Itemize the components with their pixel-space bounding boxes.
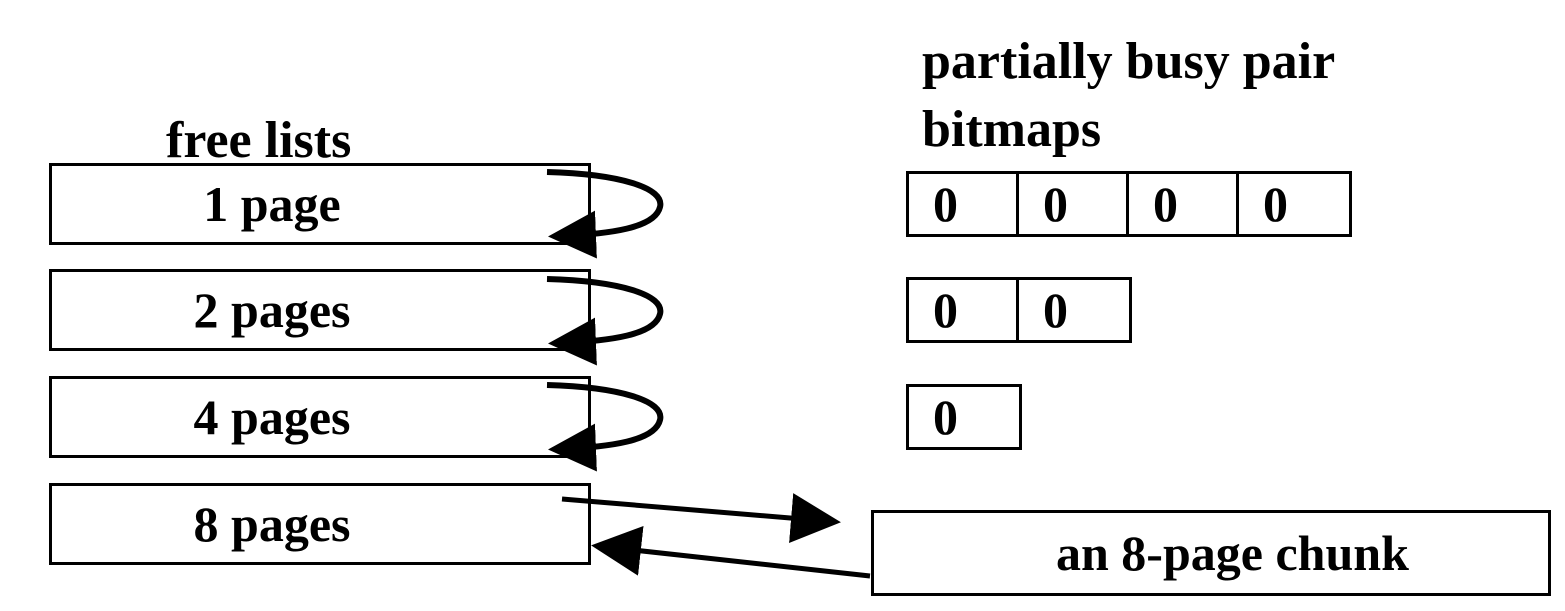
bitmap-row-4-pages: 0 bbox=[906, 384, 1022, 450]
free-list-label: 4 pages bbox=[193, 389, 351, 445]
free-list-label: 2 pages bbox=[193, 282, 351, 338]
bitmap-bit: 0 bbox=[1129, 174, 1239, 234]
bitmap-bit: 0 bbox=[933, 389, 958, 445]
chunk-label: an 8-page chunk bbox=[1056, 525, 1409, 581]
bitmap-bit: 0 bbox=[909, 280, 1019, 340]
arrow-to-chunk bbox=[561, 493, 841, 544]
free-list-4-pages: 4 pages bbox=[49, 376, 591, 458]
bitmap-row-2-pages: 0 0 bbox=[906, 277, 1132, 343]
chunk-box: an 8-page chunk bbox=[871, 510, 1551, 596]
bitmaps-title-line-2: bitmaps bbox=[922, 101, 1102, 158]
bitmap-bit: 0 bbox=[1263, 176, 1288, 232]
bitmap-bit: 0 bbox=[1043, 282, 1068, 338]
bitmap-bit: 0 bbox=[909, 174, 1019, 234]
bitmaps-title-line-1: partially busy pair bbox=[922, 33, 1336, 90]
free-list-label: 8 pages bbox=[193, 496, 351, 552]
bitmap-bit: 0 bbox=[1019, 174, 1129, 234]
free-list-label: 1 page bbox=[203, 176, 341, 232]
free-list-1-page: 1 page bbox=[49, 163, 591, 245]
bitmaps-title: partially busy pair bitmaps bbox=[922, 28, 1335, 164]
bitmap-row-1-page: 0 0 0 0 bbox=[906, 171, 1352, 237]
free-lists-title: free lists bbox=[166, 112, 352, 169]
free-list-8-pages: 8 pages bbox=[49, 483, 591, 565]
arrow-from-chunk bbox=[591, 525, 871, 579]
free-list-2-pages: 2 pages bbox=[49, 269, 591, 351]
